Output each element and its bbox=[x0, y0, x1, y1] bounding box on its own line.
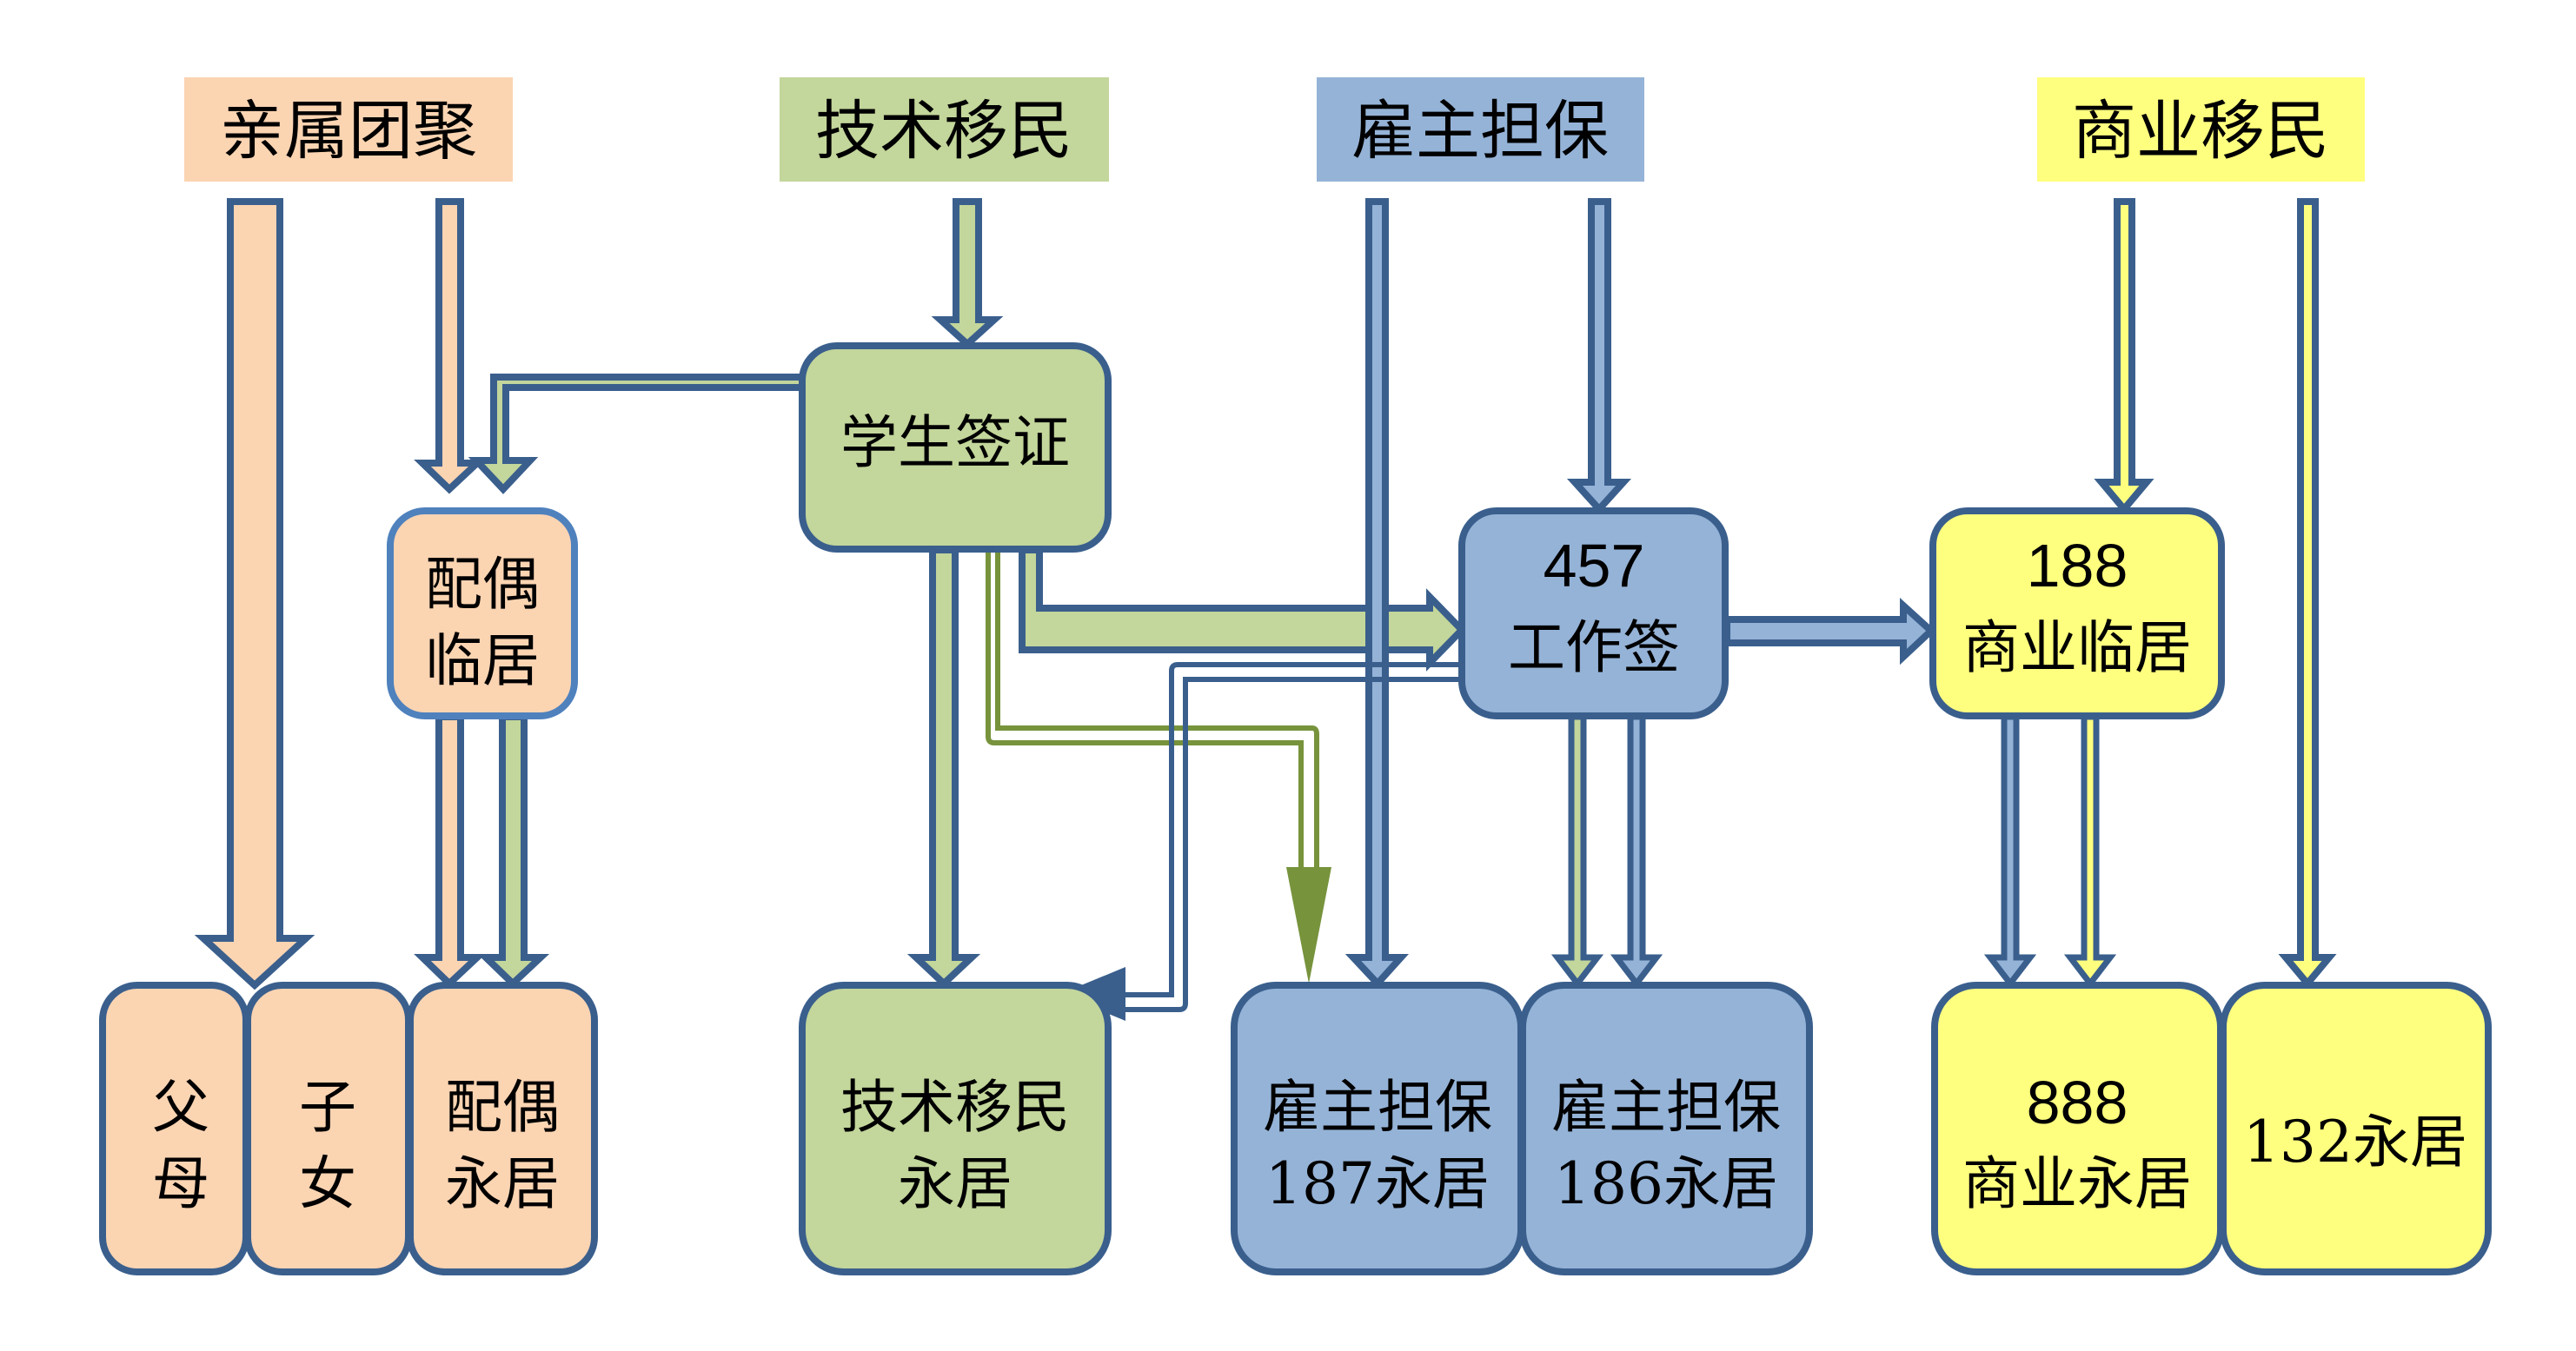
header-family: 亲属团聚 bbox=[184, 77, 513, 182]
node-children-line1: 子 bbox=[299, 1074, 356, 1141]
node-spouse-temp: 配偶 临居 bbox=[387, 507, 578, 719]
arrow-student-to-spouse-temp bbox=[475, 387, 804, 489]
node-employer-187-line1: 雇主担保 bbox=[1263, 1074, 1492, 1141]
node-perm-132: 132永居 bbox=[2220, 982, 2492, 1275]
arrow-student-to-457 bbox=[1019, 546, 1467, 672]
node-parents-line1: 父 bbox=[152, 1074, 209, 1141]
node-work-457-line2: 工作签 bbox=[1508, 614, 1680, 681]
arrow-employer-to-187 bbox=[1344, 198, 1409, 989]
header-employer: 雇主担保 bbox=[1317, 77, 1644, 182]
arrow-457-to-186-a bbox=[1550, 713, 1604, 989]
header-skilled: 技术移民 bbox=[780, 77, 1109, 182]
node-student-visa: 学生签证 bbox=[799, 342, 1112, 553]
node-skilled-perm-line2: 永居 bbox=[898, 1150, 1012, 1217]
arrow-family-to-parents-children bbox=[194, 198, 315, 990]
arrow-188-to-888-a bbox=[1983, 713, 2037, 989]
node-work-457: 457 工作签 bbox=[1458, 507, 1729, 719]
node-children-line2: 女 bbox=[299, 1150, 356, 1217]
arrow-spouse-temp-to-spouse-perm-skilled bbox=[477, 713, 550, 989]
arrow-business-to-188 bbox=[2094, 198, 2154, 515]
node-spouse-perm: 配偶 永居 bbox=[407, 982, 598, 1275]
node-business-888-line1: 888 bbox=[2027, 1069, 2128, 1136]
node-spouse-perm-line1: 配偶 bbox=[445, 1074, 560, 1141]
arrow-student-to-skilled-perm bbox=[906, 546, 981, 989]
node-children: 子 女 bbox=[244, 982, 412, 1275]
header-employer-label: 雇主担保 bbox=[1351, 94, 1609, 169]
arrow-457-to-188 bbox=[1723, 597, 1936, 666]
arrow-skilled-to-student bbox=[931, 198, 1004, 349]
arrow-student-to-187 bbox=[986, 550, 1331, 983]
node-business-188-line1: 188 bbox=[2027, 532, 2128, 599]
header-business: 商业移民 bbox=[2037, 77, 2365, 182]
node-business-888: 888 商业永居 bbox=[1931, 982, 2224, 1275]
arrow-business-to-132 bbox=[2278, 198, 2337, 990]
header-skilled-label: 技术移民 bbox=[815, 94, 1072, 169]
node-employer-187-line2: 187永居 bbox=[1265, 1150, 1490, 1217]
node-employer-187: 雇主担保 187永居 bbox=[1231, 982, 1524, 1275]
header-business-label: 商业移民 bbox=[2072, 94, 2329, 169]
node-perm-132-line1: 132永居 bbox=[2243, 1109, 2467, 1176]
arrow-457-to-skilled-perm bbox=[1060, 662, 1462, 1021]
arrow-family-to-spouse-temp bbox=[414, 198, 487, 494]
node-spouse-temp-line2: 临居 bbox=[425, 627, 540, 694]
arrow-employer-to-457 bbox=[1566, 198, 1632, 514]
node-skilled-perm-line1: 技术移民 bbox=[840, 1074, 1070, 1141]
node-business-888-line2: 商业永居 bbox=[1962, 1150, 2192, 1217]
arrow-spouse-temp-to-spouse-perm-family bbox=[414, 713, 487, 989]
node-student-visa-line1: 学生签证 bbox=[840, 409, 1070, 476]
node-business-188-line2: 商业临居 bbox=[1962, 614, 2192, 681]
node-employer-186-line2: 186永居 bbox=[1554, 1150, 1778, 1217]
node-spouse-perm-line2: 永居 bbox=[445, 1150, 560, 1217]
header-family-label: 亲属团聚 bbox=[220, 94, 477, 169]
node-spouse-temp-line1: 配偶 bbox=[425, 551, 540, 618]
node-parents-line2: 母 bbox=[152, 1150, 209, 1217]
node-employer-186-line1: 雇主担保 bbox=[1551, 1074, 1781, 1141]
arrow-student-to-spouse-temp-body bbox=[468, 374, 807, 494]
node-business-188: 188 商业临居 bbox=[1929, 507, 2225, 719]
node-skilled-perm: 技术移民 永居 bbox=[799, 982, 1112, 1275]
node-work-457-line1: 457 bbox=[1544, 532, 1645, 599]
arrow-188-to-888-b bbox=[2063, 713, 2117, 989]
node-employer-186: 雇主担保 186永居 bbox=[1519, 982, 1813, 1275]
arrow-457-to-186-b bbox=[1610, 713, 1663, 989]
node-parents: 父 母 bbox=[99, 982, 249, 1275]
